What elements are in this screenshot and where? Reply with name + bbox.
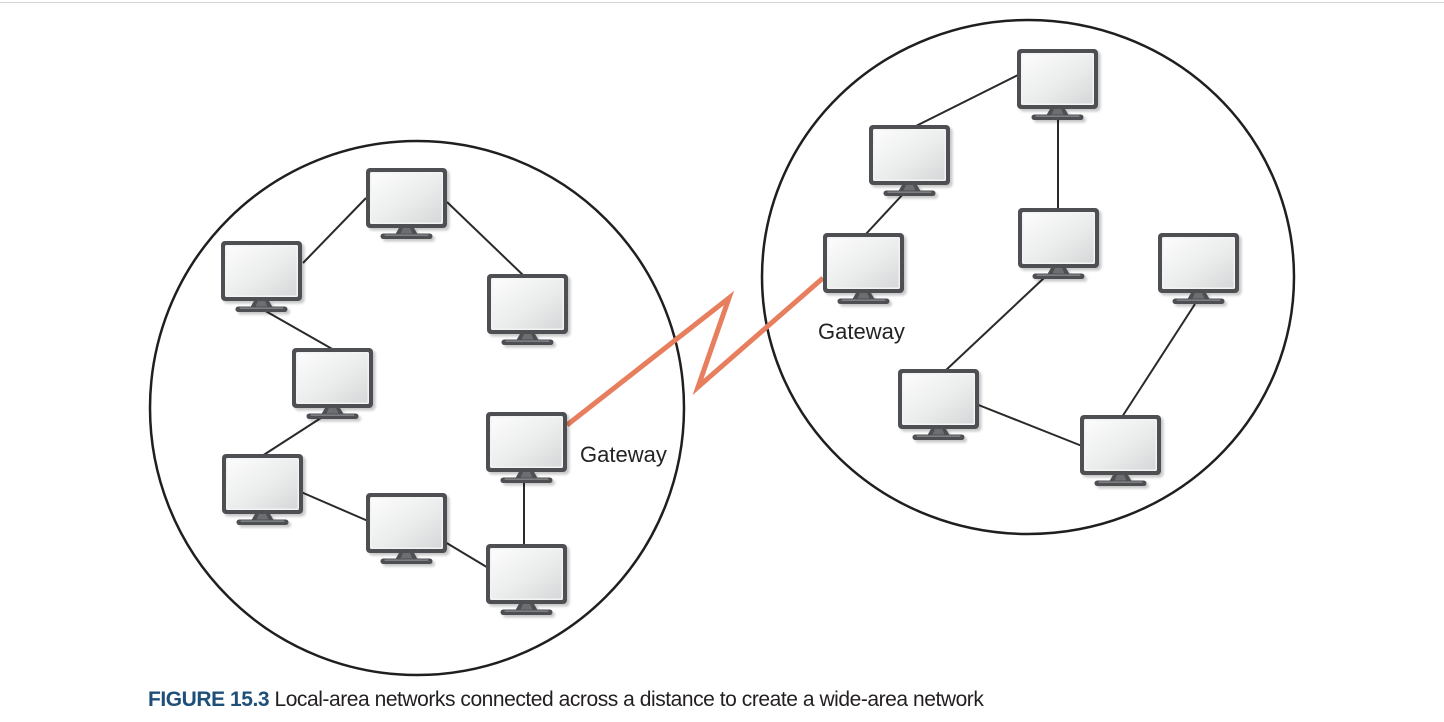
- monitor-screen: [492, 279, 563, 329]
- monitor-screen: [226, 246, 297, 296]
- monitor-stand-base: [837, 298, 890, 304]
- network-link: [261, 308, 335, 351]
- monitor-stand-base-highlight: [1035, 115, 1080, 117]
- network-link: [300, 491, 369, 522]
- computer-icon: [869, 125, 950, 196]
- monitor-screen: [1163, 238, 1234, 288]
- network-link: [261, 415, 325, 457]
- computer-icon: [898, 369, 979, 440]
- network-link: [302, 197, 367, 264]
- monitor-stand-base: [1172, 298, 1225, 304]
- monitor-screen: [371, 498, 442, 548]
- figure-caption-text: Local-area networks connected across a d…: [269, 688, 984, 711]
- network-link: [446, 201, 525, 277]
- computer-icon: [486, 544, 567, 615]
- monitor-stand-base-highlight: [1036, 274, 1081, 276]
- monitor-stand-base-highlight: [1098, 481, 1143, 483]
- monitor-stand-base: [500, 609, 553, 615]
- computer-icon: [1018, 208, 1099, 279]
- monitor-stand-base: [1094, 480, 1147, 486]
- monitor-stand-neck-highlight: [400, 228, 413, 234]
- monitor-stand-neck-highlight: [400, 553, 413, 559]
- computer-icon: [366, 168, 447, 239]
- monitor-stand-neck-highlight: [1052, 268, 1065, 274]
- monitor-stand-base: [912, 434, 965, 440]
- monitor-screen: [227, 459, 298, 509]
- monitor-stand-base: [883, 190, 936, 196]
- monitor-stand-base: [306, 413, 359, 419]
- monitor-screen: [874, 130, 945, 180]
- monitor-stand-neck-highlight: [857, 293, 870, 299]
- computer-icon: [221, 241, 302, 312]
- monitor-stand-base-highlight: [384, 234, 429, 236]
- monitor-stand-neck-highlight: [521, 334, 534, 340]
- monitor-stand-base-highlight: [384, 559, 429, 561]
- monitor-stand-base: [235, 306, 288, 312]
- monitor-screen: [1023, 213, 1094, 263]
- computer-icon: [1017, 49, 1098, 120]
- page-top-rule: [0, 2, 1444, 3]
- monitor-screen: [903, 374, 974, 424]
- gateway-label: Gateway: [818, 319, 905, 344]
- monitor-stand-neck-highlight: [255, 301, 268, 307]
- network-link: [1121, 303, 1196, 418]
- monitor-stand-neck-highlight: [1192, 293, 1205, 299]
- monitor-stand-base: [380, 558, 433, 564]
- network-link: [444, 541, 491, 570]
- gateway-computer-icon: [823, 233, 904, 304]
- monitor-stand-neck-highlight: [1114, 475, 1127, 481]
- monitor-stand-neck-highlight: [1051, 109, 1064, 115]
- monitor-stand-neck-highlight: [256, 514, 269, 520]
- computer-icon: [222, 454, 303, 525]
- monitor-stand-base-highlight: [916, 435, 961, 437]
- monitor-stand-base-highlight: [1176, 299, 1221, 301]
- network-link: [913, 74, 1019, 128]
- monitor-stand-base-highlight: [887, 191, 932, 193]
- monitor-stand-neck-highlight: [520, 472, 533, 478]
- monitor-stand-base-highlight: [504, 478, 549, 480]
- monitor-stand-base-highlight: [841, 299, 886, 301]
- monitor-screen: [491, 549, 562, 599]
- network-link: [944, 277, 1045, 372]
- monitor-screen: [828, 238, 899, 288]
- monitor-screen: [371, 173, 442, 223]
- wan-zigzag-link: [565, 276, 825, 427]
- computer-icon: [366, 493, 447, 564]
- monitor-stand-base-highlight: [505, 340, 550, 342]
- monitor-stand-neck-highlight: [326, 408, 339, 414]
- monitor-stand-base: [236, 519, 289, 525]
- computer-icon: [1158, 233, 1239, 304]
- figure-caption-label: FIGURE 15.3: [148, 688, 270, 711]
- monitor-stand-base-highlight: [239, 307, 284, 309]
- monitor-stand-base-highlight: [240, 520, 285, 522]
- monitor-stand-base: [1031, 114, 1084, 120]
- monitor-stand-neck-highlight: [520, 604, 533, 610]
- monitor-screen: [1022, 54, 1093, 104]
- computer-icon: [292, 348, 373, 419]
- figure-caption: FIGURE 15.3 Local-area networks connecte…: [148, 688, 984, 712]
- gateway-computer-icon: [486, 412, 567, 483]
- monitor-screen: [297, 353, 368, 403]
- computer-icon: [1080, 415, 1161, 486]
- monitor-stand-base: [1032, 273, 1085, 279]
- monitor-stand-base-highlight: [504, 610, 549, 612]
- monitor-screen: [1085, 420, 1156, 470]
- monitor-stand-base: [501, 339, 554, 345]
- monitor-stand-base: [380, 233, 433, 239]
- network-link: [975, 403, 1083, 447]
- monitor-stand-base: [500, 477, 553, 483]
- gateway-label: Gateway: [580, 442, 667, 467]
- monitor-stand-neck-highlight: [932, 429, 945, 435]
- network-link: [864, 191, 906, 236]
- computer-icon: [487, 274, 568, 345]
- monitor-screen: [491, 417, 562, 467]
- monitor-stand-base-highlight: [310, 414, 355, 416]
- monitor-stand-neck-highlight: [903, 185, 916, 191]
